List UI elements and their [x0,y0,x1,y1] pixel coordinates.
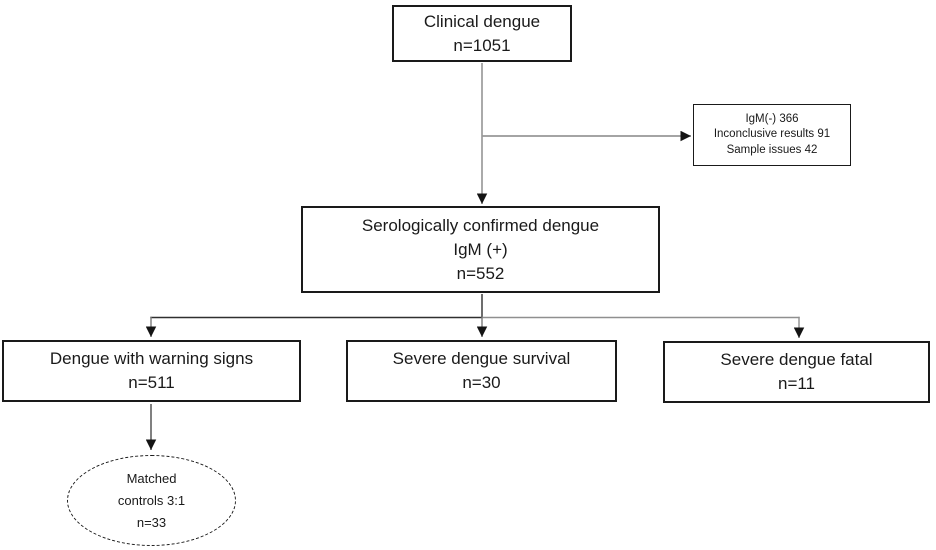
node-matched-controls-label1: Matched [126,470,177,486]
node-clinical-dengue-count: n=1051 [453,35,511,55]
node-clinical-dengue-label: Clinical dengue [423,11,541,31]
node-severe-fatal-label: Severe dengue fatal [720,350,873,369]
node-severe-survival-count: n=30 [462,373,501,392]
node-warning-signs-label: Dengue with warning signs [49,349,254,368]
node-severe-survival-label: Severe dengue survival [392,349,571,368]
node-excluded-line-igm: IgM(-) 366 [745,112,799,125]
node-warning-signs-count: n=511 [128,373,175,392]
node-confirmed-dengue-label: Serologically confirmed dengue [361,215,600,235]
node-confirmed-dengue-igm: IgM (+) [453,239,508,259]
node-severe-fatal: Severe dengue fatal n=11 [663,341,930,403]
node-confirmed-dengue: Serologically confirmed dengue IgM (+) n… [301,206,660,293]
node-warning-signs: Dengue with warning signs n=511 [2,340,301,402]
node-excluded-line-sample: Sample issues 42 [726,143,818,156]
node-excluded: IgM(-) 366 Inconclusive results 91 Sampl… [693,104,851,166]
node-clinical-dengue: Clinical dengue n=1051 [392,5,572,62]
node-excluded-line-inconclusive: Inconclusive results 91 [713,128,831,141]
node-matched-controls: Matched controls 3:1 n=33 [67,455,236,546]
node-confirmed-dengue-count: n=552 [456,263,505,283]
node-severe-fatal-count: n=11 [777,374,816,393]
node-matched-controls-count: n=33 [136,514,167,530]
node-severe-survival: Severe dengue survival n=30 [346,340,617,402]
node-matched-controls-label2: controls 3:1 [117,492,186,508]
